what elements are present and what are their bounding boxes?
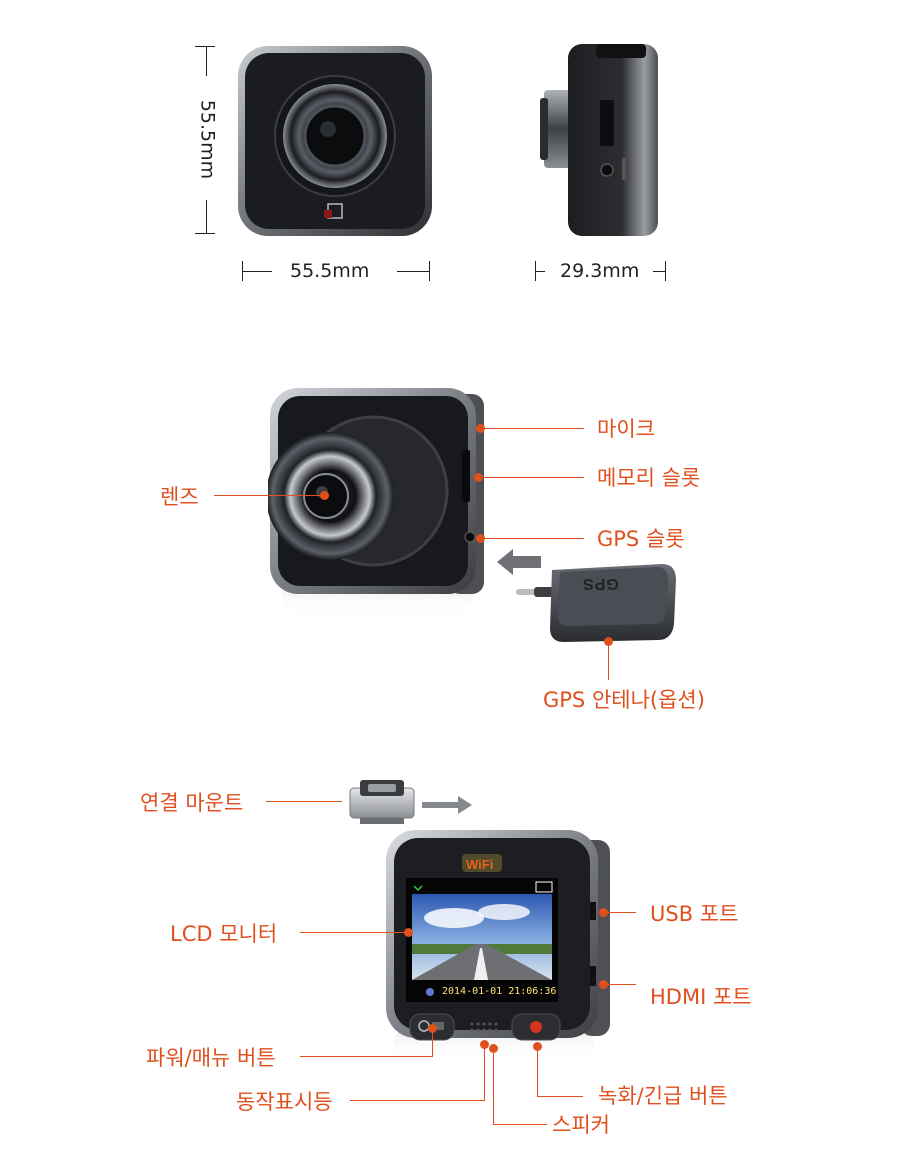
status-led-leader-h: [350, 1100, 485, 1101]
lens-leader: [214, 495, 324, 496]
label-mic: 마이크: [597, 417, 655, 441]
speaker-leader-v: [493, 1048, 494, 1124]
dim-depth-label: 29.3mm: [560, 260, 640, 282]
dim-depth-tick-right: [665, 261, 666, 281]
lcd-dot: [404, 928, 413, 937]
mic-dot: [476, 424, 485, 433]
status-led-leader-v: [484, 1044, 485, 1100]
label-gps-antenna: GPS 안테나(옵션): [543, 688, 705, 712]
mount-part: [349, 780, 415, 824]
dim-width-label: 55.5mm: [290, 260, 370, 282]
label-lcd: LCD 모니터: [170, 922, 278, 946]
label-mount: 연결 마운트: [140, 791, 244, 815]
insert-arrow-icon: [497, 549, 541, 575]
label-hdmi: HDMI 포트: [650, 985, 752, 1009]
label-lens: 렌즈: [160, 485, 199, 509]
mount-leader: [266, 801, 342, 802]
mic-leader: [480, 428, 584, 429]
dim-height-tick-bottom: [195, 233, 215, 234]
power-menu-leader-v: [432, 1028, 433, 1056]
usb-dot: [599, 908, 608, 917]
gps-slot-leader: [480, 538, 584, 539]
front-view-camera: [238, 46, 432, 236]
mount-arrow-icon: [422, 796, 472, 814]
memory-slot-dot: [474, 473, 483, 482]
dim-height-tick-top: [195, 46, 215, 47]
gps-antenna-leader: [608, 642, 609, 680]
label-power-menu: 파워/매뉴 버튼: [146, 1046, 276, 1070]
power-menu-leader-h: [300, 1056, 433, 1057]
gps-antenna-dot: [604, 637, 613, 646]
label-speaker: 스피커: [552, 1113, 610, 1137]
memory-slot-leader: [478, 477, 584, 478]
dim-height-label: 55.5mm: [196, 99, 219, 180]
record-button-leader-v: [537, 1046, 538, 1096]
screen-datetime: 2014-01-01 21:06:36: [442, 986, 557, 997]
lcd-leader: [300, 932, 406, 933]
dim-height-line-top: [206, 46, 207, 76]
dim-width-line-right: [397, 271, 430, 272]
hdmi-dot: [599, 980, 608, 989]
dim-depth-line-left: [535, 271, 545, 272]
side-view-camera: [540, 44, 658, 236]
dim-height-line-bottom: [206, 200, 207, 234]
dim-width-line-left: [242, 271, 272, 272]
speaker-leader-h: [493, 1124, 547, 1125]
rear-view-camera: [386, 830, 610, 1062]
dim-width-tick-right: [429, 261, 430, 281]
angled-view-camera: [268, 388, 484, 620]
gps-antenna-module: [516, 564, 676, 642]
gps-slot-dot: [476, 534, 485, 543]
label-record-button: 녹화/긴급 버튼: [598, 1084, 728, 1108]
wifi-badge: WiFi: [466, 857, 494, 872]
record-button-leader-h: [537, 1096, 583, 1097]
label-gps-slot: GPS 슬롯: [597, 527, 685, 551]
gps-antenna-text: GPS: [582, 575, 619, 592]
label-usb: USB 포트: [650, 902, 739, 926]
dim-depth-line-right: [653, 271, 665, 272]
label-status-led: 동작표시등: [236, 1090, 333, 1114]
usb-leader: [604, 912, 636, 913]
hdmi-leader: [604, 984, 636, 985]
lens-dot: [320, 491, 329, 500]
label-memory-slot: 메모리 슬롯: [597, 466, 701, 490]
